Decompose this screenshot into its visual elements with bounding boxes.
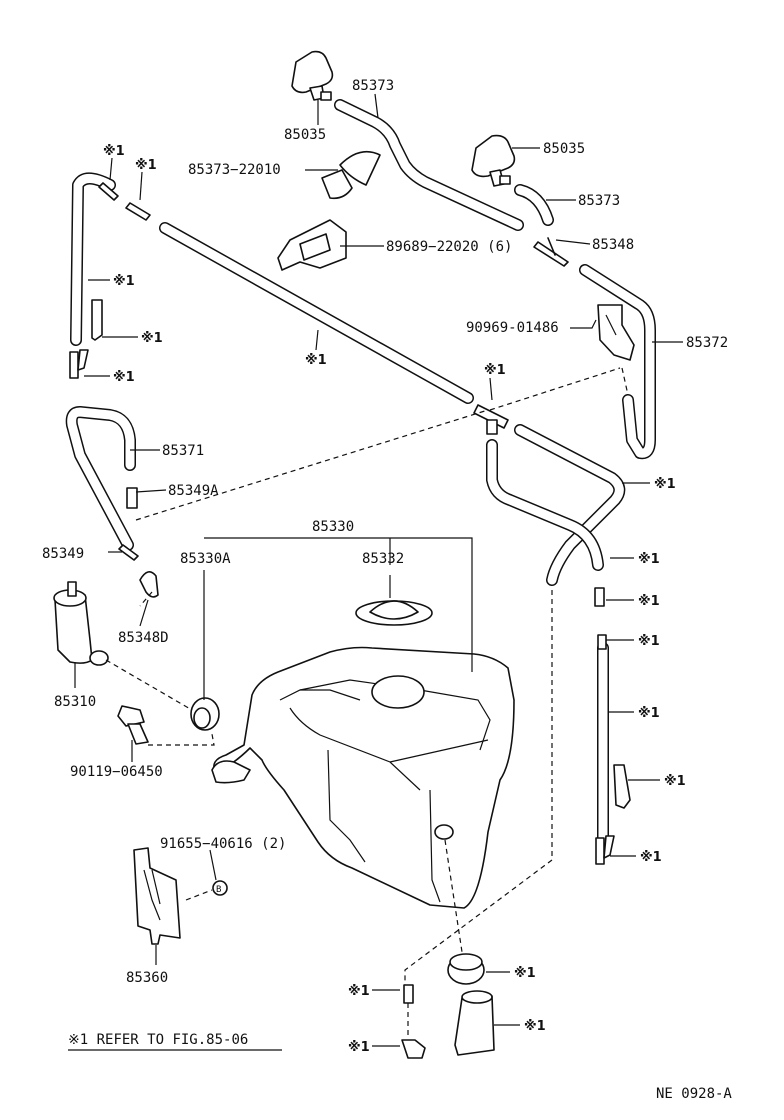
dash-bracket-nut [185, 889, 213, 901]
cap-85332 [355, 600, 433, 626]
dash-pump-grommet [105, 659, 193, 711]
ref-mark: ※1 [514, 966, 536, 981]
right-small-parts [594, 587, 631, 865]
label-90969-01486: 90969-01486 [466, 320, 559, 336]
connector-left-bottom [69, 349, 89, 379]
connector-bottom [401, 984, 426, 1059]
label-85330a: 85330A [180, 551, 231, 567]
dash-85349a-to-t [135, 409, 489, 521]
clamp-85373-22010 [321, 150, 381, 200]
ref-mark-leaders [84, 157, 660, 1047]
label-85348: 85348 [592, 237, 634, 253]
ref-mark: ※1 [638, 706, 660, 721]
label-85332: 85332 [362, 551, 404, 567]
svg-text:B: B [216, 885, 221, 895]
clip-left [91, 299, 103, 341]
label-85372: 85372 [686, 335, 728, 351]
ref-mark: ※1 [113, 370, 135, 385]
figure-code: NE 0928-A [656, 1086, 732, 1102]
ref-mark: ※1 [638, 594, 660, 609]
label-91655-40616: 91655−40616 (2) [160, 836, 286, 852]
footnote: ※1 REFER TO FIG.85-06 [68, 1032, 248, 1048]
label-85310: 85310 [54, 694, 96, 710]
label-85330: 85330 [312, 519, 354, 535]
nut-91655: B [212, 880, 228, 896]
hose-long-diagonal [159, 222, 474, 404]
label-85373-22010: 85373−22010 [188, 162, 281, 178]
dash-right-to-bottom [404, 590, 553, 985]
nozzle-85035-right [471, 134, 516, 187]
tank-85330 [211, 646, 515, 909]
label-85373-top: 85373 [352, 78, 394, 94]
connector-85349a [126, 487, 138, 509]
label-85348d: 85348D [118, 630, 169, 646]
connector-left-top [98, 182, 151, 221]
hose-t-down-branch [486, 439, 604, 571]
bracket-90969-01486 [597, 304, 635, 361]
bracket-85360 [133, 847, 181, 945]
dash-t-to-bracket [489, 367, 621, 411]
dash-bolt-tank [148, 733, 215, 746]
ref-mark: ※1 [484, 363, 506, 378]
pump-85310 [53, 581, 109, 666]
ref-mark: ※1 [664, 774, 686, 789]
dash-85348d [139, 591, 153, 607]
label-85371: 85371 [162, 443, 204, 459]
grommet-85330a [190, 697, 220, 731]
label-85035-right: 85035 [543, 141, 585, 157]
grommet-bottom [447, 953, 485, 985]
hose-85371 [65, 406, 136, 551]
label-90119-06450: 90119−06450 [70, 764, 163, 780]
hose-t-right-down [514, 424, 626, 586]
ref-mark: ※1 [103, 144, 125, 159]
elbow-85348d [139, 571, 159, 598]
dash-bracket-down [621, 367, 629, 396]
ref-mark: ※1 [638, 634, 660, 649]
ref-mark: ※1 [348, 984, 370, 999]
t-joint [473, 404, 509, 435]
ref-mark: ※1 [135, 158, 157, 173]
leader-lines [74, 93, 683, 965]
label-85349: 85349 [42, 546, 84, 562]
ref-mark: ※1 [654, 477, 676, 492]
label-85360: 85360 [126, 970, 168, 986]
hose-left-vertical [70, 172, 116, 346]
hose-85372 [579, 264, 656, 460]
label-89689-22020: 89689−22020 (6) [386, 239, 512, 255]
label-85373-right: 85373 [578, 193, 620, 209]
connector-85349 [118, 544, 139, 561]
label-85035-top: 85035 [284, 127, 326, 143]
ref-mark: ※1 [640, 850, 662, 865]
connector-85348 [533, 237, 569, 267]
ref-mark: ※1 [348, 1040, 370, 1055]
ref-mark: ※1 [524, 1019, 546, 1034]
label-85349a: 85349A [168, 483, 219, 499]
pump-bottom [454, 990, 495, 1056]
ref-mark: ※1 [141, 331, 163, 346]
nozzle-85035-top [291, 50, 334, 101]
hose-85373-top [334, 99, 524, 231]
ref-mark: ※1 [113, 274, 135, 289]
dash-tank-grommet [444, 839, 463, 953]
hose-85373-right [514, 184, 554, 226]
clamp-89689-22020 [277, 219, 347, 271]
ref-mark: ※1 [638, 552, 660, 567]
ref-mark: ※1 [305, 353, 327, 368]
bolt-90119-06450 [117, 705, 149, 745]
